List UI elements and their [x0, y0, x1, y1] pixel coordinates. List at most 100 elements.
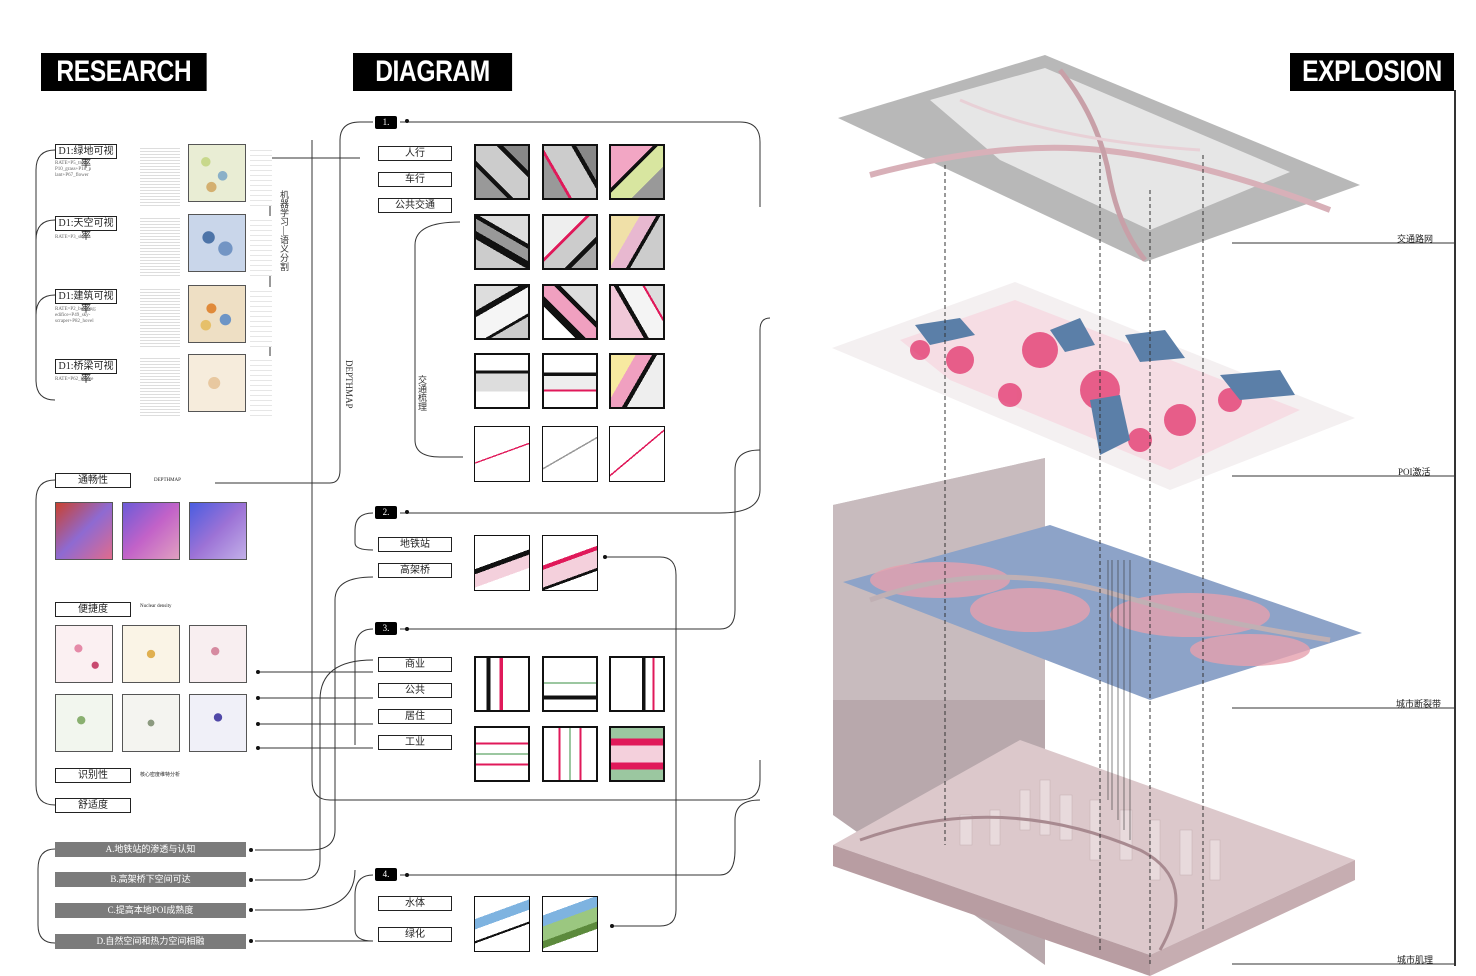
- research-item-label[interactable]: D1:天空可视率: [55, 216, 117, 242]
- category-label[interactable]: 高架桥: [378, 563, 452, 578]
- land-use-diagram: [542, 726, 598, 782]
- research-header: RESEARCH: [41, 53, 207, 91]
- land-use-diagram: [609, 726, 665, 782]
- traffic-sorting-label: 交通梳理: [417, 375, 427, 411]
- recognizability-note: 核心密度维特分析: [140, 773, 181, 778]
- density-map-thumbnail: [55, 625, 113, 683]
- connector-dot: [249, 878, 253, 882]
- accessibility-label[interactable]: 通畅性: [55, 473, 131, 488]
- layer-label: POI激活: [1398, 467, 1431, 477]
- category-label[interactable]: 绿化: [378, 927, 452, 942]
- category-label[interactable]: 地铁站: [378, 537, 452, 552]
- connector-dot: [610, 924, 614, 928]
- recognizability-label[interactable]: 识别性: [55, 768, 131, 783]
- connector-dot: [256, 746, 260, 750]
- comfort-label[interactable]: 舒适度: [55, 798, 131, 813]
- category-label[interactable]: 公共: [378, 683, 452, 698]
- research-item-formula: RATE=P5_tree+ P10_grass+P18_p lant+P67_f…: [55, 161, 92, 178]
- depthmap-thumbnail: [189, 502, 247, 560]
- convenience-label[interactable]: 便捷度: [55, 602, 131, 617]
- land-use-diagram: [474, 656, 530, 712]
- research-item-label[interactable]: D1:桥梁可视率: [55, 359, 117, 385]
- category-label[interactable]: 车行: [378, 172, 452, 187]
- viaduct-diagram: [542, 535, 598, 591]
- nuclear-density-note: Nuclear density: [140, 604, 172, 609]
- category-label[interactable]: 商业: [378, 657, 452, 672]
- category-label[interactable]: 公共交通: [378, 198, 452, 213]
- goal-item[interactable]: B.高架桥下空间可达: [55, 872, 246, 887]
- goal-item[interactable]: A.地铁站的渗透与认知: [55, 842, 246, 857]
- research-item-formula: RATE=P62_bridge: [55, 377, 94, 382]
- connector-dot: [249, 939, 253, 943]
- transit-diagram: [474, 353, 530, 409]
- connector-dot: [256, 722, 260, 726]
- transit-diagram: [474, 284, 530, 340]
- category-label[interactable]: 水体: [378, 896, 452, 911]
- land-use-diagram: [474, 726, 530, 782]
- goal-item[interactable]: D.自然空间和热力空间相融: [55, 934, 246, 949]
- connector-dot: [256, 670, 260, 674]
- depthmap-label: DEPTHMAP: [344, 360, 354, 409]
- water-diagram: [474, 896, 530, 952]
- section-number: 2.: [375, 506, 397, 519]
- traffic-sorting-diagram: [474, 426, 530, 482]
- explosion-header: EXPLOSION: [1290, 53, 1454, 91]
- transit-diagram: [609, 284, 665, 340]
- data-table-thumbnail: [140, 216, 180, 276]
- land-use-diagram: [609, 656, 665, 712]
- section-number: 4.: [375, 868, 397, 881]
- data-table-thumbnail: [140, 146, 180, 206]
- density-map-thumbnail: [189, 694, 247, 752]
- sky-map-thumbnail: [188, 214, 246, 272]
- section-number: 1.: [375, 116, 397, 129]
- transit-diagram: [542, 353, 598, 409]
- diagram-header: DIAGRAM: [353, 53, 513, 91]
- building-map-thumbnail: [188, 285, 246, 343]
- depthmap-thumbnail: [55, 502, 113, 560]
- data-table-thumbnail: [140, 356, 180, 416]
- layer-label: 城市肌理: [1397, 955, 1434, 965]
- section-number: 3.: [375, 622, 397, 635]
- connector-dot: [603, 555, 607, 559]
- pedestrian-diagram: [474, 144, 530, 200]
- vehicle-diagram: [474, 214, 530, 270]
- greenery-map-thumbnail: [188, 144, 246, 202]
- density-map-thumbnail: [189, 625, 247, 683]
- research-item-label[interactable]: D1:绿地可视率: [55, 144, 117, 170]
- category-label[interactable]: 工业: [378, 735, 452, 750]
- data-table-thumbnail: [250, 216, 272, 276]
- density-map-thumbnail: [122, 694, 180, 752]
- data-table-thumbnail: [250, 287, 272, 347]
- land-use-diagram: [542, 656, 598, 712]
- connector-dot: [405, 119, 409, 123]
- vehicle-diagram: [542, 214, 598, 270]
- density-map-thumbnail: [55, 694, 113, 752]
- traffic-sorting-diagram: [542, 426, 598, 482]
- category-label[interactable]: 人行: [378, 146, 452, 161]
- pedestrian-diagram: [542, 144, 598, 200]
- depthmap-note: DEPTHMAP: [154, 478, 181, 483]
- layer-label: 交通路网: [1397, 234, 1434, 244]
- transit-diagram: [542, 284, 598, 340]
- data-table-thumbnail: [250, 356, 272, 416]
- density-map-thumbnail: [122, 625, 180, 683]
- research-item-label[interactable]: D1:建筑可视率: [55, 289, 117, 315]
- greenery-diagram: [542, 896, 598, 952]
- connector-dot: [405, 873, 409, 877]
- data-table-thumbnail: [250, 146, 272, 206]
- pedestrian-diagram: [609, 144, 665, 200]
- layer-label: 城市断裂带: [1396, 699, 1442, 709]
- connector-dot: [249, 908, 253, 912]
- goal-item[interactable]: C.提高本地POI成熟度: [55, 903, 246, 918]
- category-label[interactable]: 居住: [378, 709, 452, 724]
- depthmap-thumbnail: [122, 502, 180, 560]
- semantic-segmentation-label: 机器学习—语义分割: [279, 190, 289, 271]
- connector-dot: [256, 696, 260, 700]
- data-table-thumbnail: [140, 287, 180, 347]
- research-item-formula: RATE=P2_building; edifice+P49_sky- scrap…: [55, 307, 97, 324]
- transit-diagram: [609, 353, 665, 409]
- metro-station-diagram: [474, 535, 530, 591]
- connector-dot: [405, 510, 409, 514]
